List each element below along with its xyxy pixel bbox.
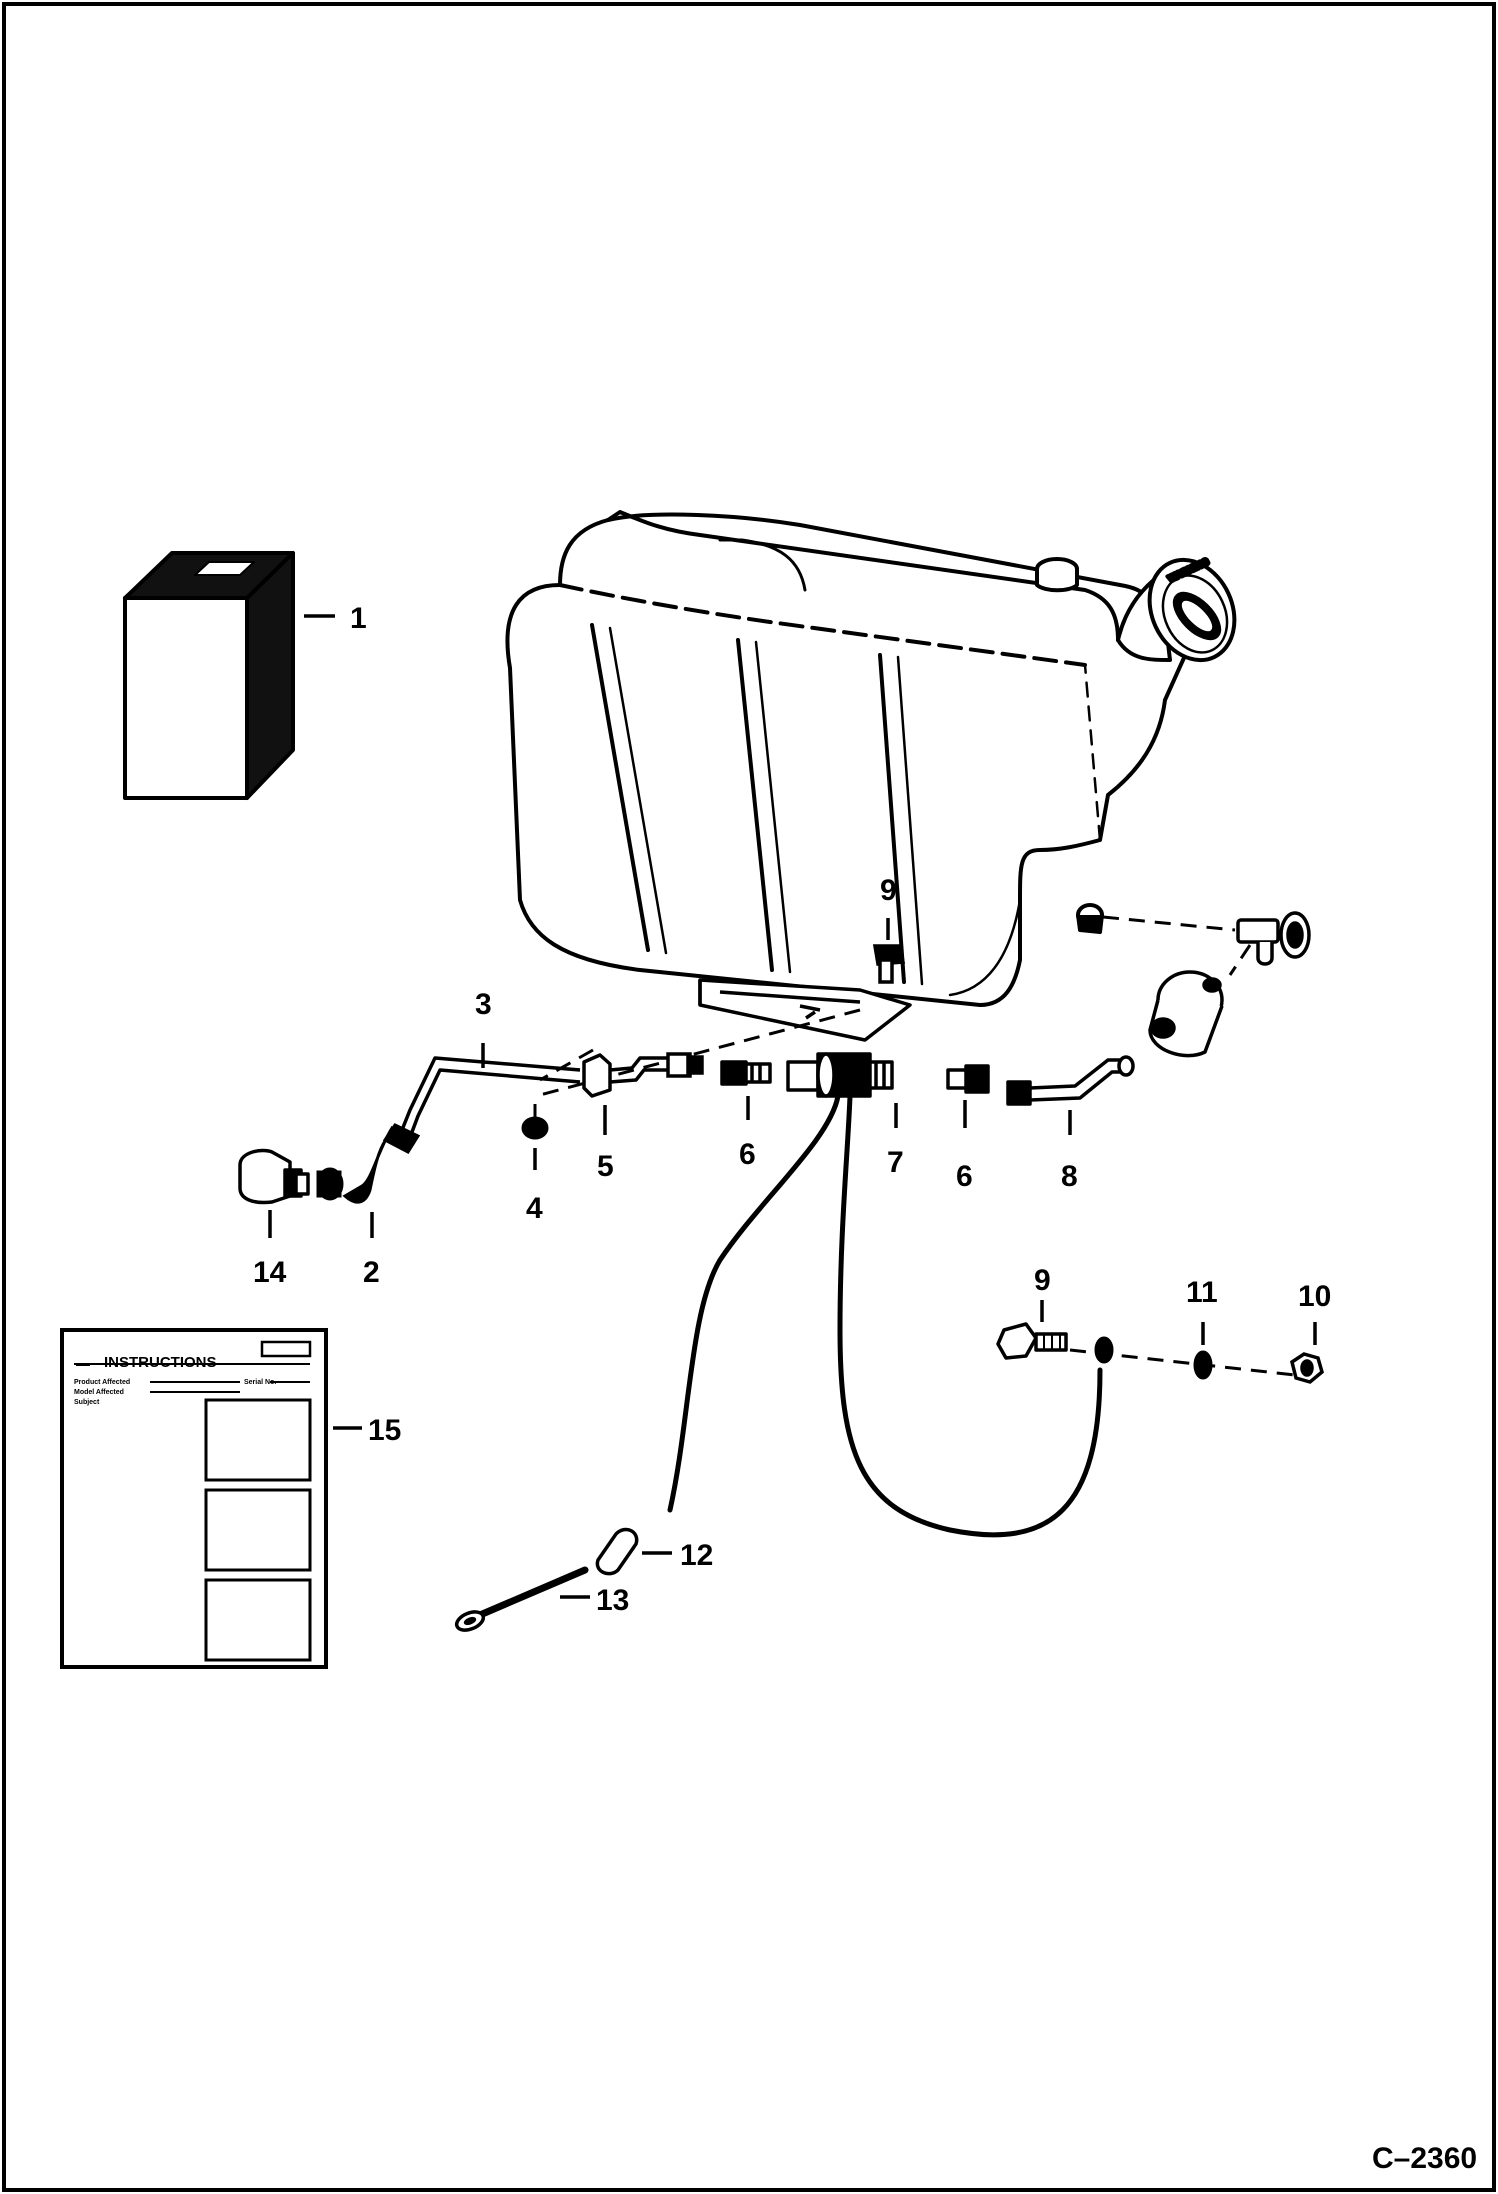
- callout-3: 3: [475, 988, 492, 1021]
- callout-6-left: 6: [739, 1138, 756, 1171]
- sender-wires: [667, 1093, 1103, 1538]
- tank-bracket: [698, 978, 912, 1042]
- sheet-field-right: Serial No.: [244, 1379, 276, 1386]
- part-6-adapter-right: [946, 1064, 990, 1094]
- sheet-line-1: Product Affected: [74, 1379, 130, 1386]
- tank-elbow-fitting: [1236, 911, 1311, 966]
- part-9-bolt-upper: [872, 944, 906, 984]
- part-10-nut: [1290, 1352, 1324, 1384]
- part-9-bolt-lower: [996, 1322, 1068, 1360]
- callout-9-lower: 9: [1034, 1264, 1051, 1297]
- callout-6-right: 6: [956, 1160, 973, 1193]
- line-fitting: [666, 1052, 704, 1078]
- part-8-tube: [1006, 1055, 1135, 1106]
- part-15-instruction-sheet: [60, 1328, 328, 1669]
- figure-code: C–2360: [1372, 2142, 1477, 2175]
- callout-12: 12: [680, 1539, 713, 1572]
- sheet-title: INSTRUCTIONS: [104, 1354, 217, 1371]
- callout-4: 4: [526, 1192, 543, 1225]
- callout-1: 1: [350, 602, 367, 635]
- inline-filter: [1148, 970, 1224, 1058]
- leader-lines: [268, 614, 1317, 1599]
- callout-10: 10: [1298, 1280, 1331, 1313]
- part-3-fuel-line: [400, 1056, 581, 1133]
- part-12-sleeve: [595, 1527, 639, 1576]
- callout-13: 13: [596, 1584, 629, 1617]
- part-14-elbow: [238, 1148, 310, 1205]
- sheet-line-2: Model Affected: [74, 1389, 124, 1396]
- callout-5: 5: [597, 1150, 614, 1183]
- callout-14: 14: [253, 1256, 287, 1289]
- callout-15: 15: [368, 1414, 401, 1447]
- part-6-adapter-left: [720, 1060, 772, 1086]
- part-4-nut: [521, 1116, 549, 1140]
- callout-11: 11: [1186, 1276, 1218, 1309]
- callout-7: 7: [887, 1146, 904, 1179]
- callout-8: 8: [1061, 1160, 1078, 1193]
- part-2-hose: [342, 1123, 421, 1204]
- callout-2: 2: [363, 1256, 380, 1289]
- fuel-tank: WARNING: [505, 510, 1237, 1007]
- part-1-battery: [123, 551, 295, 800]
- part-7-sender: [786, 1052, 894, 1098]
- callout-9-upper: 9: [880, 874, 897, 907]
- ring-terminal: [1094, 1336, 1114, 1364]
- part-5-clamp: [582, 1053, 668, 1098]
- sheet-line-3: Subject: [74, 1399, 100, 1406]
- part-11-lockwasher: [1193, 1350, 1213, 1380]
- sheet-marker-left: ▬▬: [76, 1361, 90, 1368]
- hose-clamp: [316, 1167, 344, 1201]
- part-13-wire: [454, 1566, 589, 1632]
